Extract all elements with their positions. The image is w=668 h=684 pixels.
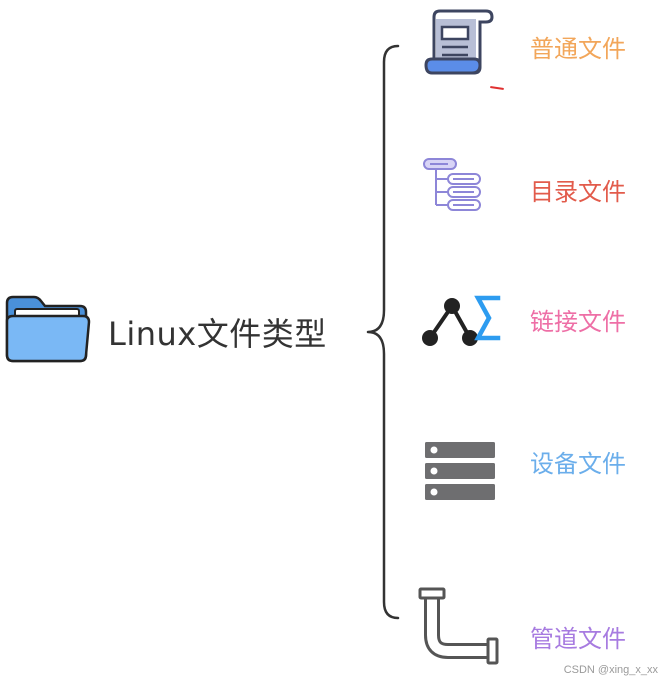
pipe-icon: [418, 585, 502, 665]
label-pipe-file: 管道文件: [530, 625, 626, 653]
curly-brace: [366, 44, 400, 620]
label-directory-file: 目录文件: [530, 178, 626, 206]
label-regular-file: 普通文件: [530, 35, 626, 63]
server-rack-icon: [424, 440, 496, 504]
watermark: CSDN @xing_x_xx: [563, 664, 658, 676]
folder-icon: [4, 293, 92, 367]
link-graph-icon: [418, 292, 502, 354]
label-link-file: 链接文件: [530, 308, 626, 336]
red-mark: [489, 86, 505, 90]
document-scroll-icon: [424, 9, 496, 81]
root-title: Linux文件类型: [108, 315, 327, 353]
label-device-file: 设备文件: [530, 450, 626, 478]
directory-tree-icon: [422, 155, 484, 215]
